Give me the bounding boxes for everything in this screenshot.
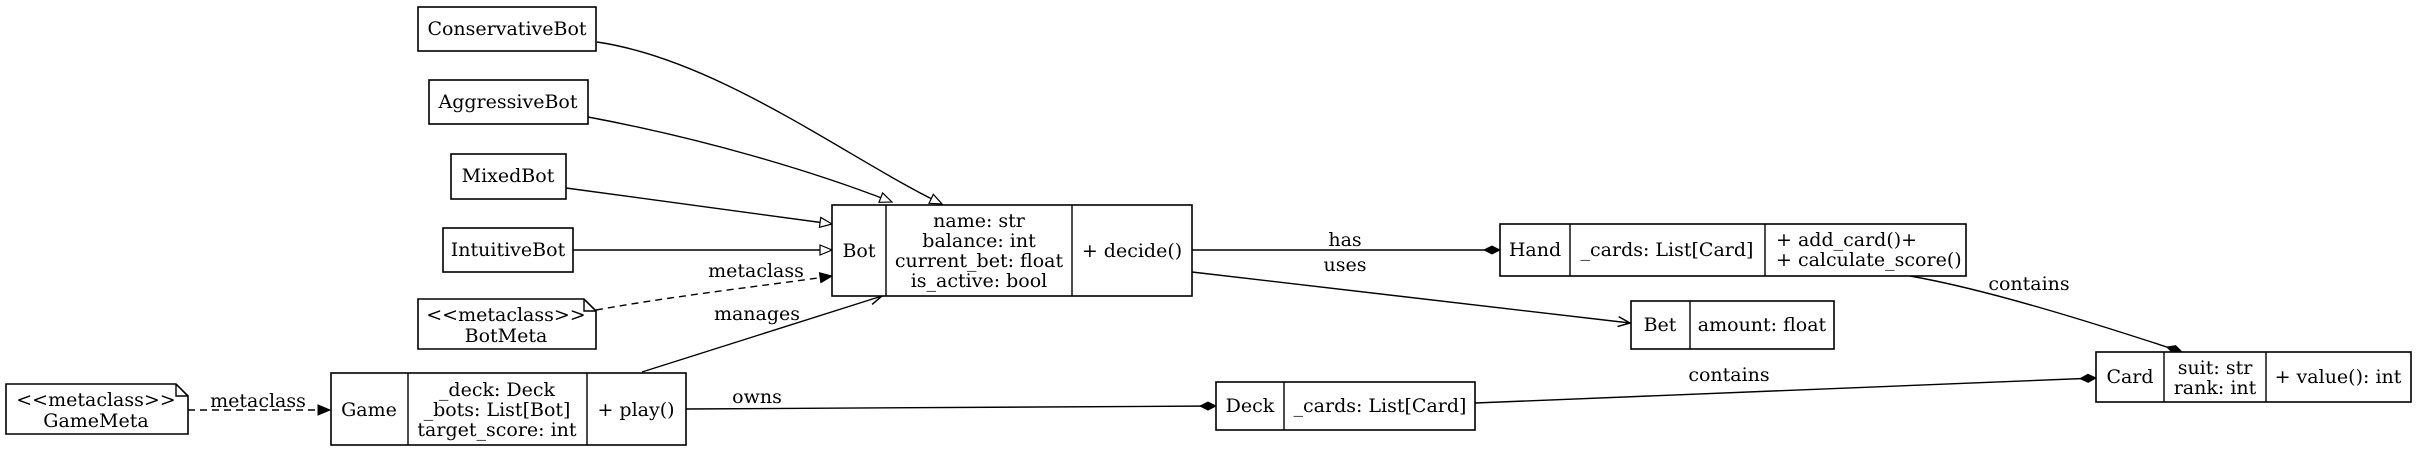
edge-aggressivebot-inherits-bot — [587, 116, 892, 202]
label-contains-deck: contains — [1688, 364, 1769, 386]
hand-method: + calculate_score() — [1776, 249, 1962, 271]
card-method: + value(): int — [2275, 366, 2402, 388]
edge-conservativebot-inherits-bot — [596, 41, 942, 204]
node-card: Card suit: str rank: int + value(): int — [2095, 351, 2412, 403]
gamemeta-stereotype: <<metaclass>> — [16, 389, 175, 411]
bot-attr: current_bet: float — [895, 250, 1064, 272]
bet-name: Bet — [1644, 314, 1677, 336]
label-contains-hand: contains — [1988, 273, 2069, 295]
hand-method: + add_card()+ — [1776, 229, 1917, 251]
edge-bot-uses-bet — [1191, 271, 1630, 323]
botmeta-stereotype: <<metaclass>> — [426, 304, 585, 326]
label-metaclass-bot: metaclass — [708, 260, 804, 282]
edge-hand-contains-card — [1909, 275, 2182, 352]
botmeta-name: BotMeta — [465, 325, 548, 347]
card-attr: rank: int — [2174, 377, 2257, 399]
label-has: has — [1328, 229, 1361, 251]
node-botmeta: <<metaclass>> BotMeta — [417, 298, 597, 350]
node-game: Game _deck: Deck _bots: List[Bot] target… — [330, 372, 687, 446]
bot-attr: is_active: bool — [911, 270, 1048, 292]
node-hand: Hand _cards: List[Card] + add_card()+ + … — [1499, 223, 1967, 277]
node-aggressivebot: AggressiveBot — [428, 79, 589, 125]
game-method: + play() — [597, 399, 674, 421]
bot-method: + decide() — [1082, 240, 1182, 262]
edge-game-manages-bot — [641, 296, 882, 373]
game-attr: target_score: int — [417, 419, 576, 441]
bot-attr: name: str — [933, 210, 1026, 232]
game-attr: _bots: List[Bot] — [424, 399, 571, 421]
label-uses: uses — [1324, 254, 1367, 276]
game-name: Game — [341, 399, 397, 421]
node-gamemeta: <<metaclass>> GameMeta — [5, 383, 189, 435]
card-attr: suit: str — [2178, 357, 2254, 379]
node-bot: Bot name: str balance: int current_bet: … — [831, 204, 1193, 297]
conservativebot-name: ConservativeBot — [427, 18, 586, 40]
edge-labels: has uses metaclass manages metaclass own… — [210, 229, 2070, 412]
label-metaclass-game: metaclass — [210, 390, 306, 412]
label-manages: manages — [714, 303, 800, 325]
bet-attr: amount: float — [1698, 314, 1827, 336]
hand-name: Hand — [1509, 239, 1561, 261]
node-mixedbot: MixedBot — [450, 153, 567, 200]
node-bet: Bet amount: float — [1630, 300, 1835, 350]
game-attr: _deck: Deck — [439, 379, 556, 401]
bot-name: Bot — [842, 240, 875, 262]
intuitivebot-name: IntuitiveBot — [451, 239, 566, 261]
node-conservativebot: ConservativeBot — [417, 6, 597, 52]
aggressivebot-name: AggressiveBot — [438, 91, 578, 113]
deck-name: Deck — [1226, 395, 1275, 417]
edge-game-owns-deck — [685, 406, 1216, 409]
edge-deck-contains-card — [1474, 378, 2096, 404]
edge-mixedbot-inherits-bot — [565, 187, 832, 224]
deck-attr: _cards: List[Card] — [1294, 395, 1467, 417]
gamemeta-name: GameMeta — [43, 410, 148, 432]
mixedbot-name: MixedBot — [462, 165, 555, 187]
node-deck: Deck _cards: List[Card] — [1215, 381, 1476, 431]
node-intuitivebot: IntuitiveBot — [442, 227, 574, 273]
hand-attr: _cards: List[Card] — [1581, 239, 1754, 261]
bot-attr: balance: int — [922, 230, 1036, 252]
edges — [188, 41, 2182, 410]
label-owns: owns — [732, 386, 782, 408]
card-name: Card — [2106, 366, 2153, 388]
